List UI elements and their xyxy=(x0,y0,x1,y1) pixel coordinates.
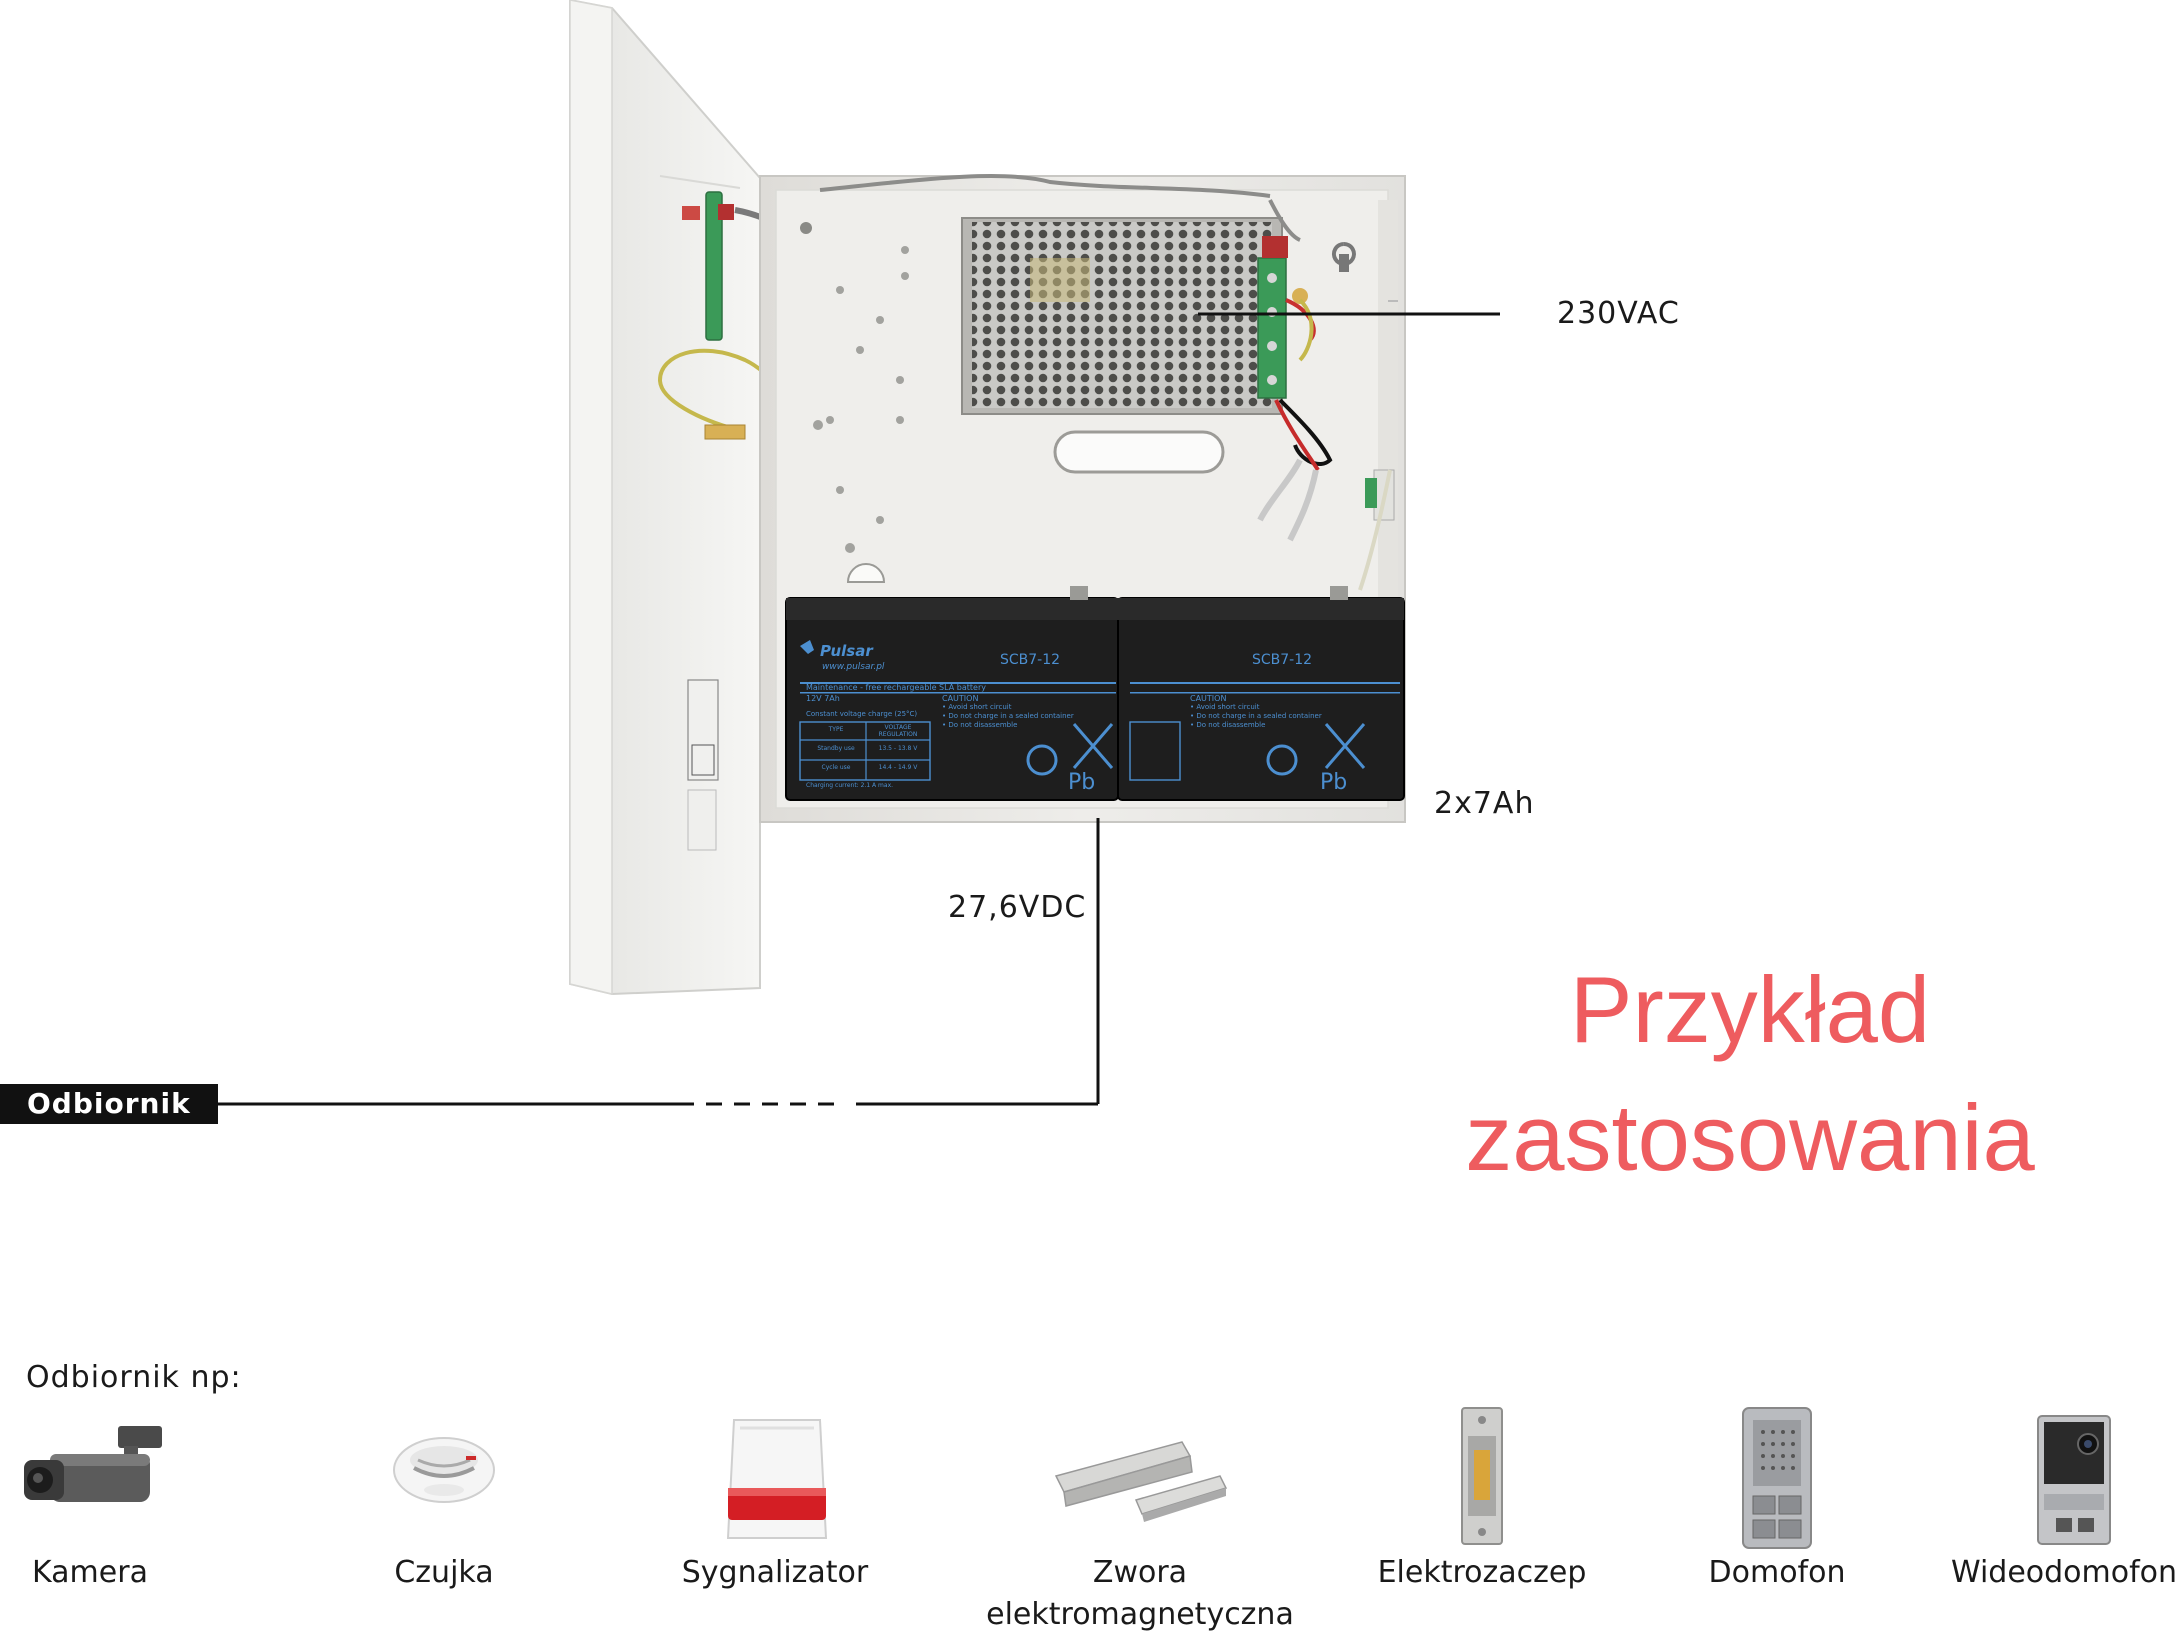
battery-table-head-voltage: VOLTAGE REGULATION xyxy=(878,724,918,738)
battery-caution-list-left: • Avoid short circuit • Do not charge in… xyxy=(942,703,1074,729)
battery-table-cycle: Cycle use xyxy=(821,764,851,771)
magnetic-lock-icon xyxy=(1054,1441,1228,1522)
battery-right xyxy=(1117,597,1405,801)
connection-lines xyxy=(212,312,1500,1106)
siren-icon xyxy=(726,1419,828,1539)
battery-rating-left: 12V 7Ah xyxy=(806,694,840,703)
battery-caution-left: CAUTION xyxy=(942,694,979,703)
battery-table-standby-v: 13.5 - 13.8 V xyxy=(878,745,918,752)
dc-output-label: 27,6VDC xyxy=(948,890,1087,925)
battery-label: 2x7Ah xyxy=(1434,786,1535,821)
examples-heading: Odbiornik np: xyxy=(26,1360,242,1395)
device-label-intercom: Domofon xyxy=(1708,1555,1846,1590)
electric-strike-icon xyxy=(1461,1407,1503,1545)
battery-model-right: SCB7-12 xyxy=(1252,652,1313,668)
device-label-camera: Kamera xyxy=(32,1555,148,1590)
battery-maintenance-left: Maintenance - free rechargeable SLA batt… xyxy=(806,683,986,692)
battery-charge-title-left: Constant voltage charge (25°C) xyxy=(806,710,918,718)
battery-brand-left: Pulsar xyxy=(820,642,873,660)
battery-caution-right: CAUTION xyxy=(1190,694,1227,703)
battery-pb-left: Pb xyxy=(1068,770,1096,795)
diagram-title: Przykład zastosowania xyxy=(1465,957,2035,1190)
receiver-badge: Odbiornik xyxy=(0,1084,218,1124)
battery-table-head-type: TYPE xyxy=(828,726,844,733)
battery-table-cycle-v: 14.4 - 14.9 V xyxy=(878,764,918,771)
enclosure-door xyxy=(569,0,833,996)
device-label-maglock: Zwora elektromagnetyczna xyxy=(986,1555,1294,1632)
battery-caution-list-right: • Avoid short circuit • Do not charge in… xyxy=(1190,703,1322,729)
device-label-video-intercom: Wideodomofon xyxy=(1950,1555,2178,1590)
device-label-detector: Czujka xyxy=(394,1555,494,1590)
battery-charging-current: Charging current: 2.1 A max. xyxy=(806,782,894,789)
battery-pb-right: Pb xyxy=(1320,770,1348,795)
smoke-detector-icon xyxy=(393,1437,495,1503)
ac-input-label: 230VAC xyxy=(1557,296,1680,331)
device-label-strike: Elektrozaczep xyxy=(1377,1555,1587,1590)
device-label-siren: Sygnalizator xyxy=(681,1555,869,1590)
intercom-icon xyxy=(1742,1407,1812,1549)
psu-module xyxy=(819,174,1392,591)
video-intercom-icon xyxy=(2037,1415,2111,1545)
camera-icon xyxy=(24,1426,162,1502)
battery-table-standby: Standby use xyxy=(817,745,855,752)
battery-website-left: www.pulsar.pl xyxy=(822,662,885,672)
battery-pack xyxy=(785,586,1405,801)
battery-model-left: SCB7-12 xyxy=(1000,652,1061,668)
